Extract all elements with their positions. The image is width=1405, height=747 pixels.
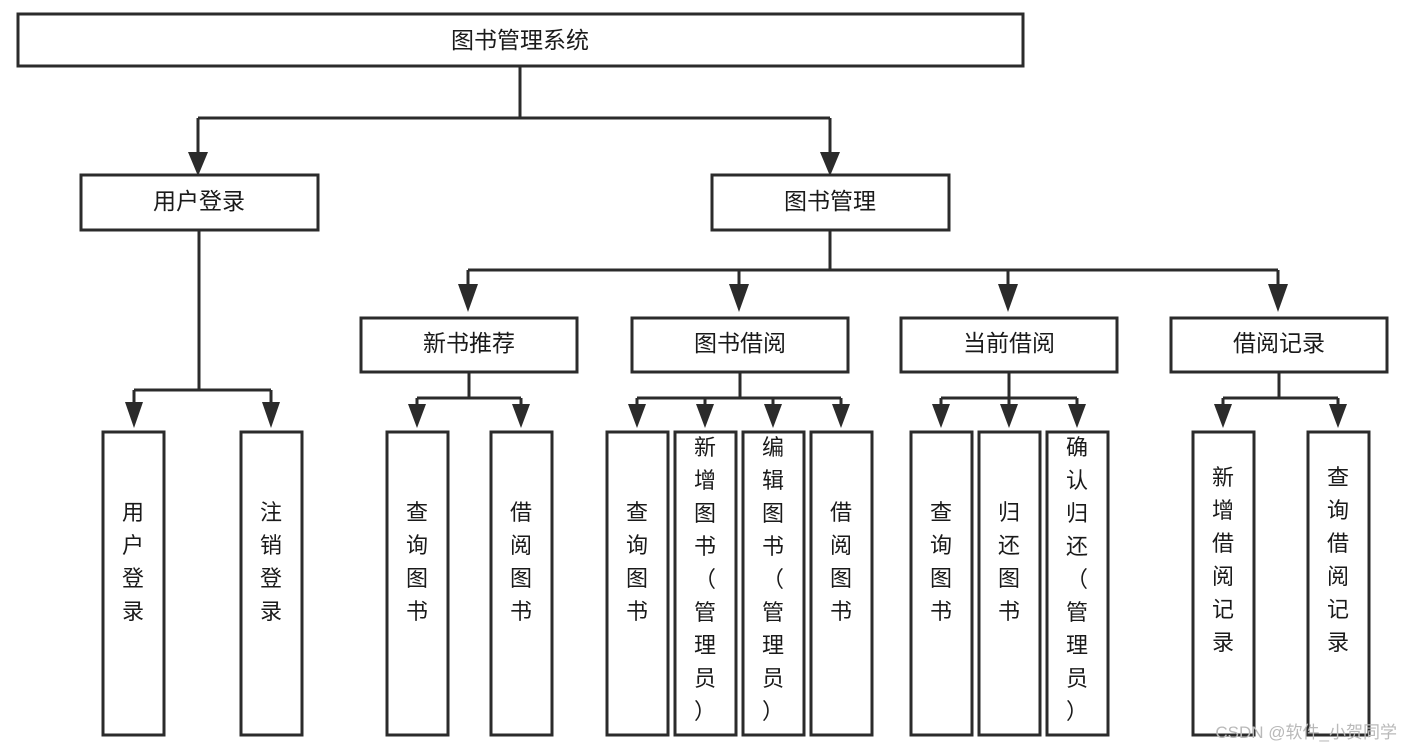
leaf-user-login-0-box[interactable] — [101, 430, 166, 737]
node-current-borrow-label: 当前借阅 — [963, 330, 1055, 356]
node-root-label: 图书管理系统 — [451, 27, 589, 53]
leaf-borrow-record-0-box[interactable] — [1191, 430, 1256, 737]
leaf-current-borrow-0-box[interactable] — [909, 430, 974, 737]
arrow-head-nbr-1 — [512, 404, 530, 428]
leaf-borrow-record-1-box[interactable] — [1306, 430, 1371, 737]
leaf-book-borrow-3-box[interactable] — [809, 430, 874, 737]
leaf-current-borrow-1-box[interactable] — [977, 430, 1042, 737]
node-book-management[interactable]: 图书管理 — [710, 173, 951, 232]
arrow-head-level1-1 — [820, 152, 840, 176]
arrow-head-bb-2 — [764, 404, 782, 428]
leaf-book-borrow-0-box[interactable] — [605, 430, 670, 737]
leaf-borrow-record-0-label: 新增借阅记录 — [1212, 465, 1234, 655]
node-root[interactable]: 图书管理系统 — [16, 12, 1025, 68]
arrow-head-cb-2 — [1068, 404, 1086, 428]
node-new-book-recommend-label: 新书推荐 — [423, 330, 515, 356]
arrow-head-level2-3 — [1268, 284, 1288, 312]
leaf-borrow-record-1-label: 查询借阅记录 — [1327, 465, 1349, 655]
csdn-watermark: CSDN @软件_小贺同学 — [1215, 723, 1397, 742]
arrow-head-user-login-0 — [125, 402, 143, 428]
arrow-head-bb-0 — [628, 404, 646, 428]
node-book-management-label: 图书管理 — [784, 188, 876, 214]
arrow-head-level2-2 — [998, 284, 1018, 312]
leaf-book-borrow-1-box[interactable] — [673, 430, 738, 737]
leaf-book-borrow-3[interactable]: 借阅图书 — [809, 430, 874, 737]
leaf-book-borrow-0-label: 查询图书 — [626, 500, 648, 624]
leaf-new-book-recommend-0-box[interactable] — [385, 430, 450, 737]
leaf-new-book-recommend-1-box[interactable] — [489, 430, 554, 737]
node-current-borrow-box[interactable] — [899, 316, 1119, 374]
leaf-borrow-record-0[interactable]: 新增借阅记录 — [1191, 430, 1256, 737]
leaf-user-login-1-box[interactable] — [239, 430, 304, 737]
leaf-borrow-record-1[interactable]: 查询借阅记录 — [1306, 430, 1371, 737]
leaf-new-book-recommend-1-label: 借阅图书 — [510, 500, 532, 624]
leaf-current-borrow-0[interactable]: 查询图书 — [909, 430, 974, 737]
leaf-new-book-recommend-1[interactable]: 借阅图书 — [489, 430, 554, 737]
leaf-user-login-0[interactable]: 用户登录 — [101, 430, 166, 737]
node-book-management-box[interactable] — [710, 173, 951, 232]
leaf-current-borrow-2-box[interactable] — [1045, 430, 1110, 737]
node-borrow-record-box[interactable] — [1169, 316, 1389, 374]
node-borrow-record-label: 借阅记录 — [1233, 330, 1325, 356]
arrow-head-nbr-0 — [408, 404, 426, 428]
leaf-book-borrow-0[interactable]: 查询图书 — [605, 430, 670, 737]
leaf-book-borrow-1[interactable]: 新增图书（管理员） — [673, 430, 738, 737]
leaf-current-borrow-1[interactable]: 归还图书 — [977, 430, 1042, 737]
leaf-book-borrow-2-box[interactable] — [741, 430, 806, 737]
node-user-login[interactable]: 用户登录 — [79, 173, 320, 232]
arrow-head-level2-0 — [458, 284, 478, 312]
node-book-borrow-label: 图书借阅 — [694, 330, 786, 356]
leaf-current-borrow-1-label: 归还图书 — [998, 500, 1020, 624]
node-root-box[interactable] — [16, 12, 1025, 68]
node-book-borrow[interactable]: 图书借阅 — [630, 316, 850, 374]
node-new-book-recommend[interactable]: 新书推荐 — [359, 316, 579, 374]
leaf-user-login-1[interactable]: 注销登录 — [239, 430, 304, 737]
arrow-head-level2-1 — [729, 284, 749, 312]
leaf-new-book-recommend-0[interactable]: 查询图书 — [385, 430, 450, 737]
node-borrow-record[interactable]: 借阅记录 — [1169, 316, 1389, 374]
leaf-new-book-recommend-0-label: 查询图书 — [406, 500, 428, 624]
arrow-head-level1-0 — [188, 152, 208, 176]
leaf-book-borrow-1-label: 新增图书（管理员） — [694, 435, 716, 724]
leaf-user-login-1-label: 注销登录 — [260, 500, 282, 624]
arrow-head-cb-1 — [1000, 404, 1018, 428]
leaf-current-borrow-2-label: 确认归还（管理员） — [1066, 435, 1088, 724]
leaf-current-borrow-2[interactable]: 确认归还（管理员） — [1045, 430, 1110, 737]
node-user-login-label: 用户登录 — [153, 188, 245, 214]
leaf-user-login-0-label: 用户登录 — [122, 500, 144, 624]
leaf-book-borrow-3-label: 借阅图书 — [830, 500, 852, 624]
node-book-borrow-box[interactable] — [630, 316, 850, 374]
arrow-head-bb-3 — [832, 404, 850, 428]
node-new-book-recommend-box[interactable] — [359, 316, 579, 374]
arrow-head-cb-0 — [932, 404, 950, 428]
leaf-current-borrow-0-label: 查询图书 — [930, 500, 952, 624]
node-current-borrow[interactable]: 当前借阅 — [899, 316, 1119, 374]
leaf-book-borrow-2[interactable]: 编辑图书（管理员） — [741, 430, 806, 737]
arrow-head-br-0 — [1214, 404, 1232, 428]
arrow-head-user-login-1 — [262, 402, 280, 428]
leaf-book-borrow-2-label: 编辑图书（管理员） — [762, 435, 784, 724]
arrow-head-br-1 — [1329, 404, 1347, 428]
arrow-head-bb-1 — [696, 404, 714, 428]
